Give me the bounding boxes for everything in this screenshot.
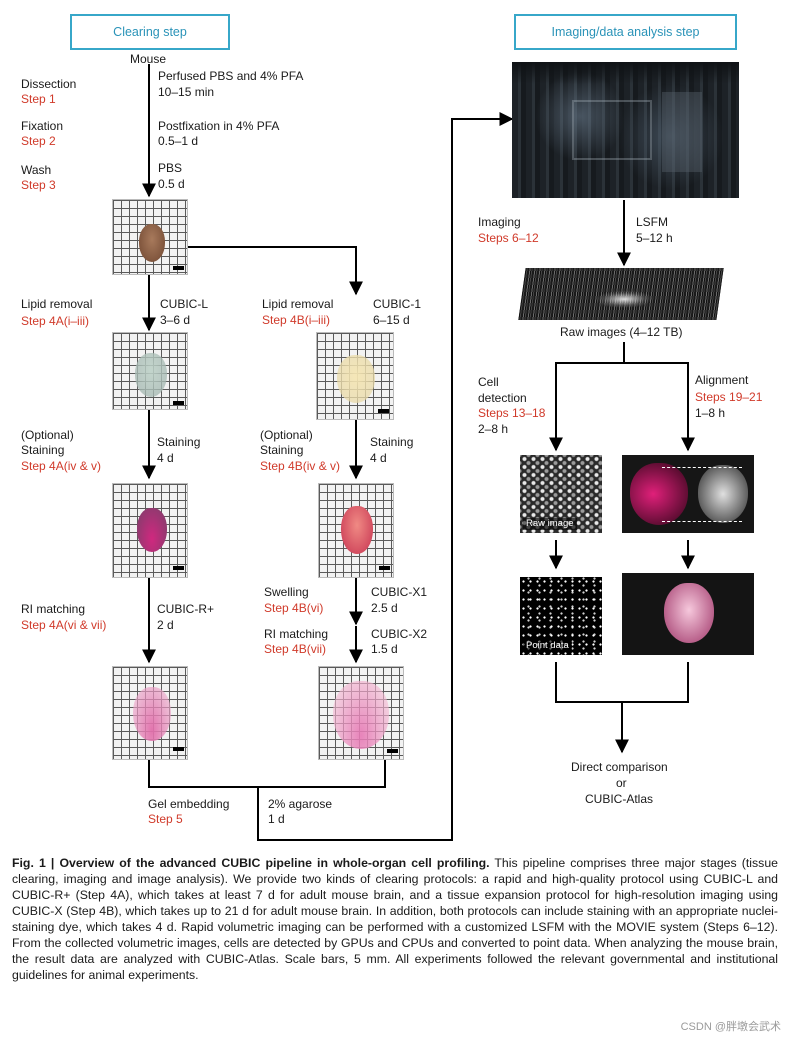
result-line1: Direct comparison [571,760,668,774]
alignment-overlay-image [622,455,754,533]
a-staining-reagent: Staining [157,435,201,449]
a-lipid-name: Lipid removal [21,297,93,311]
b-ri-reagent: CUBIC-X2 [371,627,428,641]
a-staining-step: Step 4A(iv & v) [21,459,102,473]
raw-image-thumbnail: Raw image [520,455,602,533]
b-staining-reagent: Staining [370,435,414,449]
cubic-atlas-image [622,573,754,655]
alignment-step: Steps 19–21 [695,390,763,404]
arrow-to-result [555,662,689,703]
a-ri-step: Step 4A(vi & vii) [21,618,107,632]
point-data-tag: Point data [523,640,572,652]
a-lipid-time: 3–6 d [160,313,191,327]
a-lipid-step: Step 4A(i–iii) [21,314,90,328]
b-swelling-time: 2.5 d [371,601,398,615]
raw-image-tag: Raw image [523,518,577,530]
b-staining-time: 4 d [370,451,387,465]
embedding-step: Step 5 [148,812,183,826]
detection-name1: Cell [478,375,499,389]
b-ri-name: RI matching [264,627,329,641]
b-swelling-step: Step 4B(vi) [264,601,324,615]
arrow-embedding-to-imaging [257,112,514,841]
wash-time: 0.5 d [158,177,185,191]
b-ri-step: Step 4B(vii) [264,642,327,656]
alignment-time: 1–8 h [695,406,726,420]
b-swelling-reagent: CUBIC-X1 [371,585,428,599]
merge-line [148,760,386,788]
detection-time: 2–8 h [478,422,509,436]
dissection-reagent: Perfused PBS and 4% PFA [158,69,304,83]
a-staining-name1: (Optional) [21,428,74,442]
a-ri-time: 2 d [157,618,174,632]
b-lipid-step: Step 4B(i–iii) [262,313,331,327]
imaging-stage-header: Imaging/data analysis step [514,14,737,50]
arrow-raw-to-detection [549,342,625,452]
a-staining-time: 4 d [157,451,174,465]
a-lipid-reagent: CUBIC-L [160,297,209,311]
sample-b-stained-photo [318,483,394,578]
lsfm-microscope-photo [512,62,739,198]
wash-step: Step 3 [21,178,56,192]
caption-body: This pipeline comprises three major stag… [12,856,778,982]
a-ri-reagent: CUBIC-R+ [157,602,215,616]
result-line3: CUBIC-Atlas [585,792,654,806]
embedding-name: Gel embedding [148,797,230,811]
fixation-name: Fixation [21,119,64,133]
sample-b-expanded-photo [318,666,404,760]
sample-b-cleared-photo [316,332,394,420]
b-lipid-reagent: CUBIC-1 [373,297,422,311]
fixation-reagent: Postfixation in 4% PFA [158,119,280,133]
b-lipid-name: Lipid removal [262,297,334,311]
sample-a-transparent-photo [112,666,188,760]
sample-fixed-brain-photo [112,199,188,275]
a-ri-name: RI matching [21,602,86,616]
arrow-branch-to-cubic-1 [188,246,363,296]
fixation-step: Step 2 [21,134,56,148]
clearing-stage-header: Clearing step [70,14,230,50]
b-ri-time: 1.5 d [371,642,398,656]
b-staining-step: Step 4B(iv & v) [260,459,341,473]
b-swelling-name: Swelling [264,585,309,599]
raw-images-label: Raw images (4–12 TB) [560,325,683,339]
b-staining-name1: (Optional) [260,428,313,442]
figure-caption: Fig. 1 | Overview of the advanced CUBIC … [12,855,778,983]
dissection-time: 10–15 min [158,85,215,99]
raw-images-stack [518,268,724,320]
caption-title: Fig. 1 | Overview of the advanced CUBIC … [12,856,490,870]
imaging-name: Imaging [478,215,521,229]
fixation-time: 0.5–1 d [158,134,199,148]
dissection-step: Step 1 [21,92,56,106]
alignment-name: Alignment [695,373,749,387]
mouse-label: Mouse [130,52,167,66]
wash-name: Wash [21,163,52,177]
point-data-thumbnail: Point data [520,577,602,655]
dissection-name: Dissection [21,77,77,91]
watermark: CSDN @胖墩会武术 [680,1021,781,1033]
detection-step: Steps 13–18 [478,406,546,420]
flow-connectors [142,64,695,841]
sample-a-stained-photo [112,483,188,578]
embedding-time: 1 d [268,812,285,826]
b-lipid-time: 6–15 d [373,313,410,327]
sample-a-cleared-photo [112,332,188,410]
a-staining-name2: Staining [21,443,65,457]
imaging-step: Steps 6–12 [478,231,539,245]
imaging-method: LSFM [636,215,669,229]
imaging-time: 5–12 h [636,231,673,245]
embedding-reagent: 2% agarose [268,797,333,811]
arrow-raw-to-alignment [624,362,695,452]
detection-name2: detection [478,391,527,405]
wash-reagent: PBS [158,161,183,175]
result-line2: or [616,776,627,790]
b-staining-name2: Staining [260,443,304,457]
